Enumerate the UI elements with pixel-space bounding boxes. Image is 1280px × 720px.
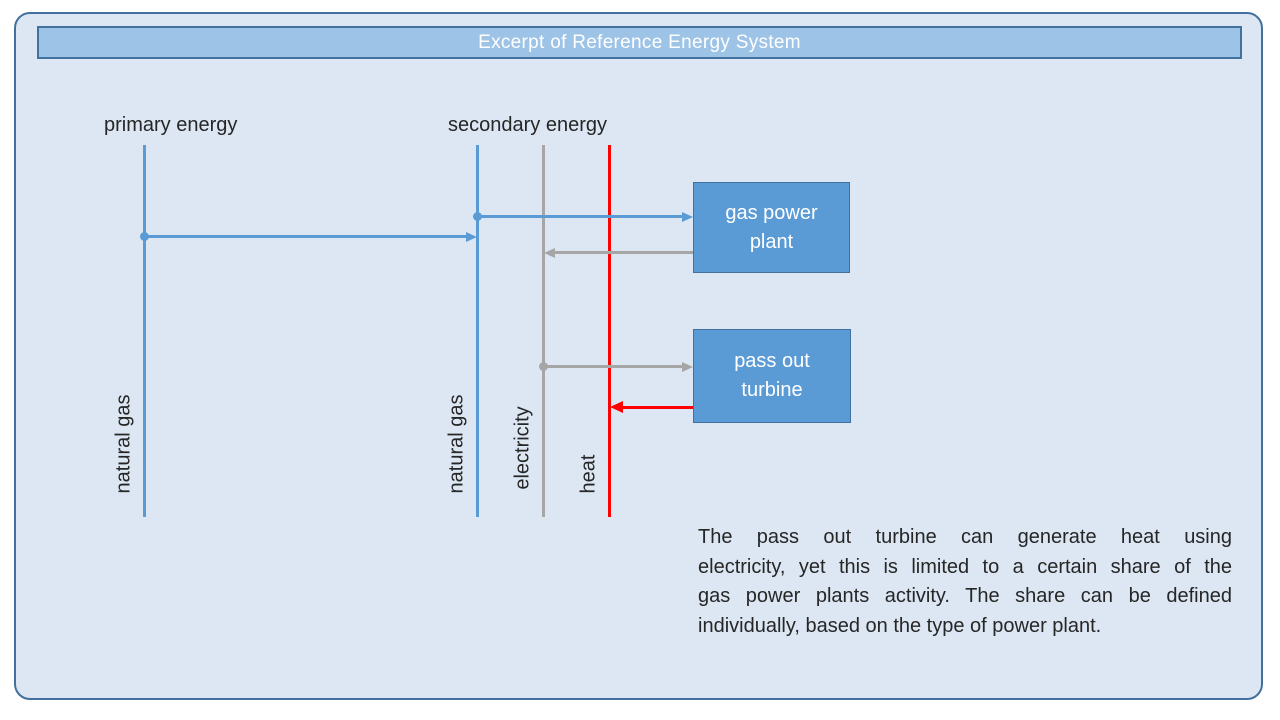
description-line: electricity, yet this is limited to a ce… — [698, 555, 1232, 578]
arrowhead-right-icon — [466, 232, 477, 242]
natural-gas-primary-line — [143, 145, 146, 517]
natural-gas-secondary-label: natural gas — [445, 394, 468, 494]
heat-line — [608, 145, 611, 517]
pass-out-turbine-node: pass out turbine — [693, 329, 851, 423]
description-line: The pass out turbine can generate heat u… — [698, 526, 1232, 548]
secondary-energy-label: secondary energy — [448, 114, 607, 136]
flow-electricity-to-pass-out-turbine — [544, 365, 683, 368]
node-label-line: turbine — [741, 379, 803, 401]
flow-source-dot — [473, 212, 482, 221]
node-label-line: gas power — [725, 201, 818, 224]
gas-power-plant-node: gas power plant — [693, 182, 850, 273]
natural-gas-secondary-line — [476, 145, 479, 517]
arrowhead-right-icon — [682, 362, 693, 372]
natural-gas-primary-label: natural gas — [112, 394, 135, 494]
description-line: individually, based on the type of power… — [698, 614, 1102, 637]
flow-source-dot — [140, 232, 149, 241]
arrowhead-right-icon — [682, 212, 693, 222]
arrowhead-left-icon — [544, 248, 555, 258]
arrowhead-left-icon — [610, 401, 623, 413]
diagram-frame — [14, 12, 1263, 700]
description-text: The pass out turbine can generate heat u… — [698, 523, 1232, 641]
title-bar: Excerpt of Reference Energy System — [37, 26, 1242, 59]
flow-pass-out-turbine-to-heat — [622, 406, 693, 409]
flow-natural-gas-to-gas-power-plant — [478, 215, 683, 218]
flow-natural-gas-primary-to-secondary — [145, 235, 467, 238]
flow-gas-power-plant-to-electricity — [555, 251, 693, 254]
page-title: Excerpt of Reference Energy System — [478, 31, 801, 53]
primary-energy-label: primary energy — [104, 114, 238, 136]
flow-source-dot — [539, 362, 548, 371]
electricity-line — [542, 145, 545, 517]
electricity-label: electricity — [511, 406, 534, 490]
description-line: gas power plants activity. The share can… — [698, 585, 1232, 607]
heat-label: heat — [577, 454, 600, 494]
node-label-line: pass out — [734, 350, 810, 372]
node-label-line: plant — [749, 230, 794, 253]
